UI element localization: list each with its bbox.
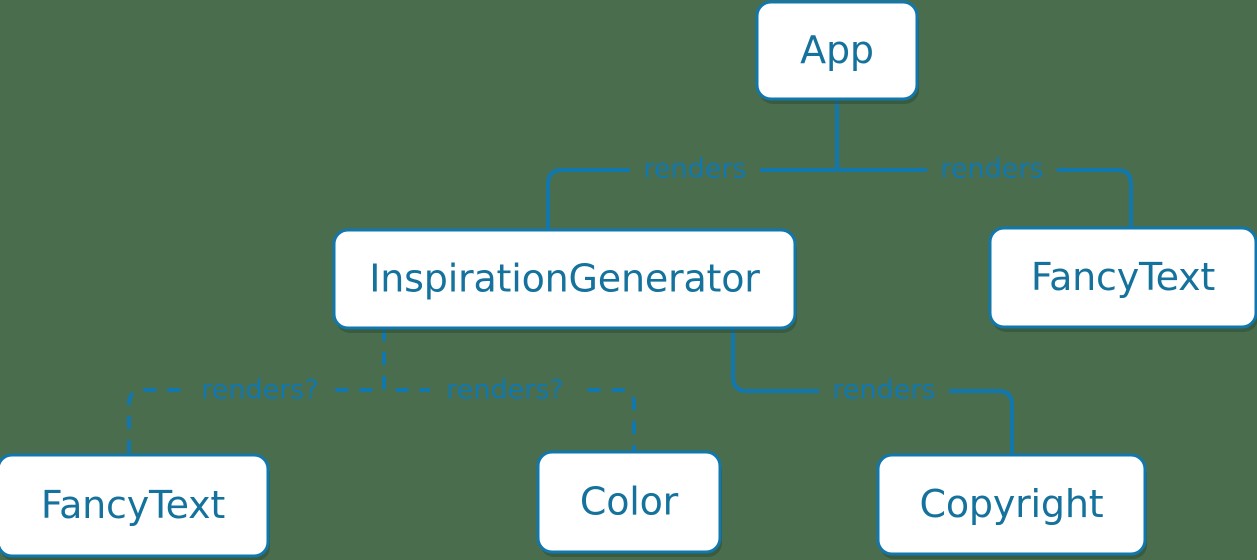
node-copyright: Copyright [876,453,1147,559]
node-box [755,0,919,101]
edge-label-app-to-inspiration-generator: renders [630,152,760,186]
edge-label-backdrop [927,152,1057,186]
edge-label-text: renders [940,154,1043,185]
edge-label-backdrop [819,373,949,407]
node-label: FancyText [1031,255,1215,299]
edge-label-text: renders? [446,375,563,406]
edge-label-backdrop [430,373,580,407]
edge-label-text: renders [832,375,935,406]
edge-label-text: renders [643,154,746,185]
node-label: FancyText [41,483,225,527]
node-box [876,453,1147,556]
node-box [0,453,270,558]
edge-label-inspiration-generator-to-color: renders? [430,373,580,407]
edge-label-backdrop [185,373,335,407]
edge-label-backdrop [630,152,760,186]
node-fancytext-bottom: FancyText [0,453,270,560]
node-box [536,450,722,554]
node-label: App [800,28,874,72]
node-inspiration-generator: InspirationGenerator [332,228,797,333]
node-label: InspirationGenerator [369,257,760,301]
node-label: Color [580,480,679,524]
node-box [988,226,1257,329]
edge-labels-layer: renders renders renders? renders? renders [185,152,1057,407]
edge-label-inspiration-generator-to-copyright: renders [819,373,949,407]
node-box [332,228,797,330]
node-label: Copyright [920,482,1104,526]
edge-label-inspiration-generator-to-fancytext-bottom: renders? [185,373,335,407]
node-app: App [755,0,919,104]
node-color: Color [536,450,722,557]
edge-label-text: renders? [201,375,318,406]
node-fancytext-right: FancyText [988,226,1257,332]
edge-label-app-to-fancytext-right: renders [927,152,1057,186]
